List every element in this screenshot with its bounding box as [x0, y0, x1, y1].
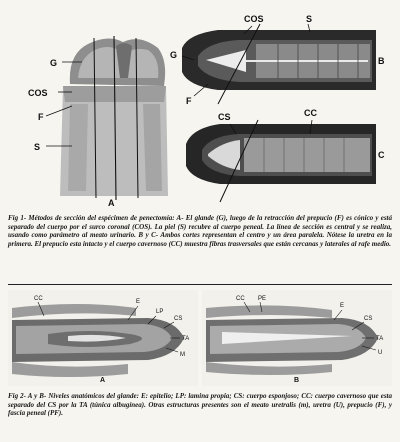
label-cos-b: COS — [244, 14, 264, 24]
label-f: F — [38, 112, 44, 122]
figure-2-caption: Fig 2- A y B- Niveles anatómicos del gla… — [8, 392, 392, 418]
figure-2b-histology: CC PE E CS TA U B — [202, 290, 392, 386]
label-s-b: S — [306, 14, 312, 24]
label-cs: CS — [218, 112, 231, 122]
label-cc: CC — [304, 108, 317, 118]
label-cc-2a: CC — [34, 296, 43, 302]
label-a-2: A — [100, 377, 105, 384]
figure-2a-histology: CC E LP CS TA M A — [8, 290, 198, 386]
label-e-2b: E — [340, 303, 344, 309]
label-ta-2a: TA — [182, 336, 189, 342]
label-c: C — [378, 150, 385, 160]
panel-c-cross-section — [186, 119, 376, 203]
panel-b-cross-section — [181, 23, 376, 105]
histology-a-tissue — [12, 301, 184, 377]
divider — [8, 284, 392, 285]
label-b-2: B — [294, 377, 299, 384]
label-cs-2a: CS — [174, 316, 182, 322]
label-g-b: G — [170, 50, 177, 60]
label-e-2a: E — [136, 299, 140, 305]
label-f-b: F — [186, 96, 192, 106]
figure-1-illustration: G COS F S A COS S G F B — [8, 6, 392, 210]
label-lp-2a: LP — [156, 309, 163, 315]
label-cs-2b: CS — [364, 316, 372, 322]
label-m-2a: M — [180, 352, 185, 358]
label-pe-2b: PE — [258, 296, 266, 302]
label-g: G — [50, 58, 57, 68]
label-cos: COS — [28, 88, 48, 98]
label-u-2b: U — [378, 350, 382, 356]
label-ta-2b: TA — [376, 336, 383, 342]
label-cc-2b: CC — [236, 296, 245, 302]
label-s: S — [34, 142, 40, 152]
panel-a-glans-drawing — [45, 35, 168, 201]
label-a: A — [108, 198, 115, 208]
label-b: B — [378, 56, 385, 66]
histology-b-tissue — [206, 301, 378, 375]
figure-1-caption: Fig 1- Métodos de sección del espécimen … — [8, 214, 392, 249]
